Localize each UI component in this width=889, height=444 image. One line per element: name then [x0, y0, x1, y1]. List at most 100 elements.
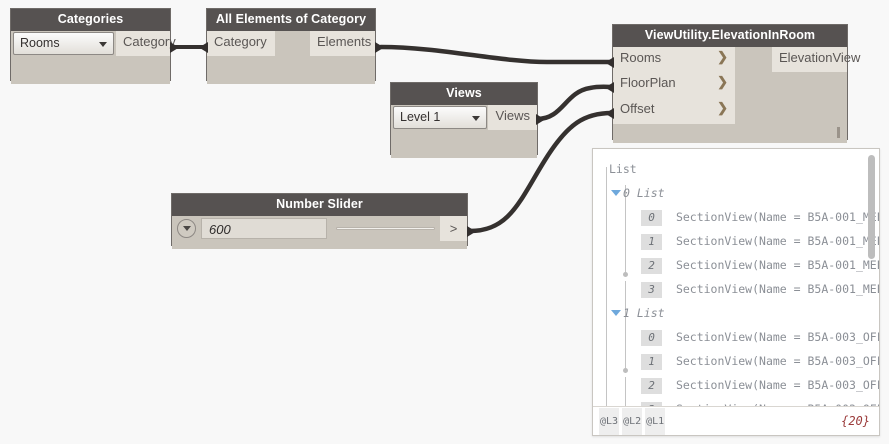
output-list-scrollbar[interactable]: [868, 155, 875, 401]
chevron-down-icon: [472, 115, 480, 121]
port-out-category[interactable]: Category: [116, 31, 176, 56]
slider-track: [336, 227, 435, 230]
node-categories[interactable]: Categories Category Rooms: [10, 8, 176, 84]
port-out-slider[interactable]: >: [440, 216, 467, 241]
port-in-rooms[interactable]: Rooms ❯: [613, 47, 735, 72]
output-item-count: {20}: [841, 414, 870, 428]
tree-guide-dot: [623, 272, 628, 277]
port-label-offset: Offset: [620, 101, 655, 116]
list-item: 2 SectionView(Name = B5A-003_OFFI: [605, 373, 879, 397]
nub-in-category: [199, 42, 208, 53]
port-label-rooms: Rooms: [620, 50, 662, 65]
port-in-category[interactable]: Category: [207, 31, 275, 56]
port-out-elements[interactable]: Elements: [310, 31, 375, 56]
lacing-l2: @L2: [622, 408, 643, 435]
port-label-category: Category: [123, 34, 176, 49]
chevron-down-icon: [99, 41, 107, 47]
node-body-number-slider: 600 >: [172, 216, 467, 249]
node-body-all-elements: Category Elements: [207, 31, 375, 84]
node-number-slider[interactable]: Number Slider 600 >: [171, 193, 468, 249]
port-out-views[interactable]: Views: [488, 105, 537, 130]
tree-guide-line: [606, 167, 607, 406]
list-item-index: 3: [641, 402, 662, 406]
node-title-all-elements: All Elements of Category: [207, 9, 375, 31]
node-viewutility-elevationinroom[interactable]: ViewUtility.ElevationInRoom Rooms ❯ Floo…: [612, 24, 860, 143]
lacing-l1: @L1: [645, 408, 666, 435]
list-item-index: 0: [641, 330, 662, 346]
list-item-text: SectionView(Name = B5A-001_MEET: [675, 234, 879, 248]
list-item: 3 SectionView(Name = B5A-001_MEET: [605, 277, 879, 301]
list-item-text: SectionView(Name = B5A-003_OFFI: [676, 402, 879, 406]
slider-track-area[interactable]: [332, 216, 456, 241]
list-root-row: List: [605, 157, 879, 181]
node-body-elevation-in-room: Rooms ❯ FloorPlan ❯ Offset ❯ ElevationVi…: [613, 47, 860, 143]
list-item-index: 2: [641, 258, 662, 274]
dropdown-value-views: Level 1: [400, 110, 441, 124]
list-item: 1 SectionView(Name = B5A-001_MEET: [605, 229, 879, 253]
list-item: 0 SectionView(Name = B5A-001_MEET: [605, 205, 879, 229]
node-title-elevation-in-room: ViewUtility.ElevationInRoom: [613, 25, 847, 47]
list-item-index: 1: [641, 234, 662, 250]
port-in-floorplan[interactable]: FloorPlan ❯: [613, 72, 735, 98]
list-group-label: 0 List: [623, 186, 665, 200]
list-item-index: 1: [641, 354, 662, 370]
list-item: 1 SectionView(Name = B5A-003_OFFI: [605, 349, 879, 373]
port-label-in-category: Category: [214, 34, 267, 49]
output-list-scroll-area[interactable]: List 0 List 0 SectionView(Name = B5A-001…: [593, 149, 879, 407]
nub-out-elements: [375, 42, 384, 53]
list-item-index: 0: [641, 210, 662, 226]
port-label-elevationview: ElevationView: [779, 50, 861, 65]
triangle-collapse-icon[interactable]: [611, 190, 621, 196]
lacing-indicators: @L3@L2@L1: [599, 408, 668, 435]
port-label-slider-out: >: [449, 221, 458, 236]
dropdown-views[interactable]: Level 1: [393, 106, 487, 129]
port-label-elements: Elements: [317, 34, 372, 49]
list-item-text: SectionView(Name = B5A-003_OFFI: [675, 330, 879, 344]
nub-in-rooms: [605, 57, 614, 68]
dropdown-value-categories: Rooms: [20, 36, 60, 50]
port-in-offset[interactable]: Offset ❯: [613, 98, 735, 124]
node-title-categories: Categories: [11, 9, 170, 31]
list-item-index: 2: [641, 378, 662, 394]
lacing-l3: @L3: [599, 408, 620, 435]
list-item-index: 3: [641, 282, 662, 298]
slider-expand-toggle-icon[interactable]: [177, 219, 196, 238]
nub-out-views: [536, 114, 545, 125]
slider-value-text: 600: [209, 222, 231, 237]
port-out-elevationview[interactable]: ElevationView: [772, 47, 860, 72]
list-group-row[interactable]: 1 List: [605, 301, 879, 325]
tree-guide-line: [625, 377, 626, 406]
node-views[interactable]: Views Views Level 1: [390, 82, 538, 158]
list-item-text: SectionView(Name = B5A-003_OFFI: [675, 354, 879, 368]
list-item-text: SectionView(Name = B5A-001_MEET: [675, 282, 879, 296]
output-list-content: List 0 List 0 SectionView(Name = B5A-001…: [593, 149, 879, 406]
port-label-views: Views: [495, 108, 530, 123]
chevron-right-icon[interactable]: ❯: [717, 74, 728, 89]
node-resize-handle[interactable]: [837, 127, 840, 138]
node-title-number-slider: Number Slider: [172, 194, 467, 216]
slider-row: 600 >: [172, 216, 467, 241]
dropdown-categories[interactable]: Rooms: [13, 32, 114, 55]
list-item: 0 SectionView(Name = B5A-003_OFFI: [605, 325, 879, 349]
list-item-text: SectionView(Name = B5A-001_MEET: [675, 258, 879, 272]
triangle-collapse-icon[interactable]: [611, 310, 621, 316]
output-preview-panel[interactable]: List 0 List 0 SectionView(Name = B5A-001…: [592, 148, 880, 436]
list-group-row[interactable]: 0 List: [605, 181, 879, 205]
node-all-elements-of-category[interactable]: All Elements of Category Category Elemen…: [206, 8, 376, 84]
list-item-text: SectionView(Name = B5A-003_OFFI: [675, 378, 879, 392]
slider-value-input[interactable]: 600: [201, 218, 327, 239]
list-item: 3 SectionView(Name = B5A-003_OFFI: [605, 397, 879, 406]
node-body-views: Views Level 1: [391, 105, 537, 158]
list-item-text: SectionView(Name = B5A-001_MEET: [675, 210, 879, 224]
scrollbar-thumb[interactable]: [868, 155, 875, 259]
tree-guide-line: [625, 185, 626, 275]
list-root-label: List: [609, 162, 637, 176]
chevron-right-icon[interactable]: ❯: [717, 49, 728, 64]
tree-guide-line: [625, 281, 626, 373]
chevron-right-icon[interactable]: ❯: [717, 100, 728, 115]
tree-guide-dot: [623, 368, 628, 373]
node-body-categories: Category Rooms: [11, 31, 176, 84]
nub-out-slider: [467, 226, 476, 237]
port-label-floorplan: FloorPlan: [620, 75, 676, 90]
